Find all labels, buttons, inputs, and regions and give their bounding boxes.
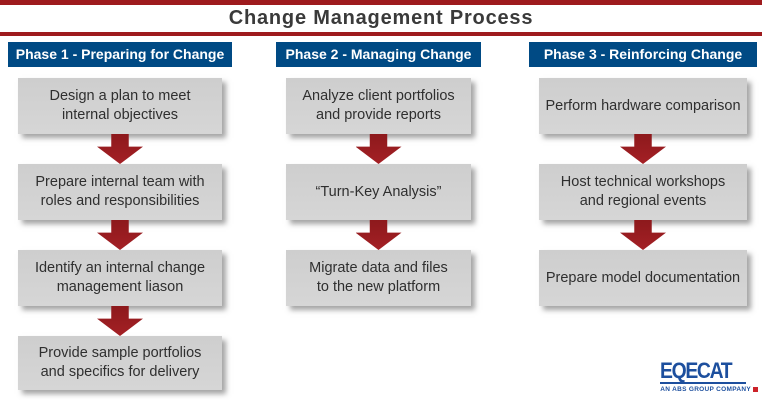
phase-2-column: Phase 2 - Managing Change Analyze client…	[276, 42, 481, 306]
down-arrow-icon	[97, 306, 143, 336]
phase-1-step-2: Prepare internal team with roles and res…	[18, 164, 222, 220]
down-arrow-icon	[355, 220, 402, 250]
phase-3-step-3: Prepare model documentation	[539, 250, 747, 306]
down-arrow-icon	[620, 134, 666, 164]
down-arrow-icon	[97, 220, 143, 250]
phase-3-header: Phase 3 - Reinforcing Change	[529, 42, 757, 67]
phase-2-step-1: Analyze client portfolios and provide re…	[286, 78, 471, 134]
phase-1-step-1: Design a plan to meet internal objective…	[18, 78, 222, 134]
logo-red-square-icon	[753, 387, 758, 392]
eqecat-logo: EQECAT AN ABS GROUP COMPANY	[660, 358, 758, 393]
down-arrow-icon	[97, 134, 143, 164]
logo-underline	[660, 382, 746, 384]
phase-1-header: Phase 1 - Preparing for Change	[8, 42, 232, 67]
phase-3-step-2: Host technical workshops and regional ev…	[539, 164, 747, 220]
phase-1-step-3: Identify an internal change management l…	[18, 250, 222, 306]
top-rule	[0, 0, 762, 5]
title-underline-rule	[0, 32, 762, 36]
phase-2-step-2: “Turn-Key Analysis”	[286, 164, 471, 220]
down-arrow-icon	[355, 134, 402, 164]
phase-3-column: Phase 3 - Reinforcing Change Perform har…	[529, 42, 757, 306]
phase-1-column: Phase 1 - Preparing for Change Design a …	[8, 42, 232, 390]
phase-3-step-1: Perform hardware comparison	[539, 78, 747, 134]
down-arrow-icon	[620, 220, 666, 250]
phase-2-step-3: Migrate data and files to the new platfo…	[286, 250, 471, 306]
logo-tagline-text: AN ABS GROUP COMPANY	[660, 386, 751, 393]
page-title: Change Management Process	[228, 7, 534, 29]
eqecat-logo-text: EQECAT	[660, 358, 733, 383]
phase-1-step-4: Provide sample portfolios and specifics …	[18, 336, 222, 390]
phase-2-header: Phase 2 - Managing Change	[276, 42, 481, 67]
